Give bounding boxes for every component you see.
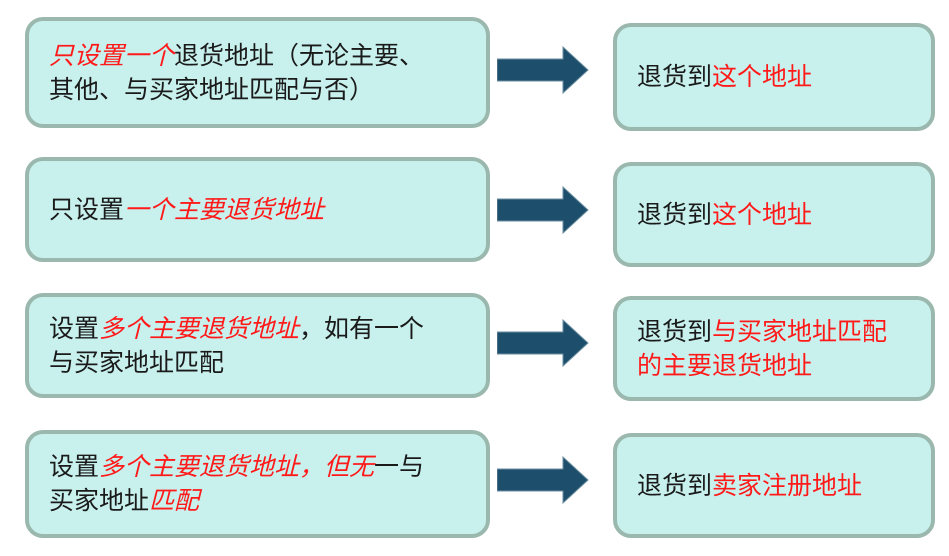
condition-4-highlight-b: 匹配 bbox=[149, 486, 200, 515]
right-arrow-icon bbox=[497, 455, 589, 505]
outcome-1-text: 退货到 bbox=[637, 62, 713, 91]
outcome-2-text: 退货到 bbox=[637, 199, 713, 229]
outcome-box-4: 退货到卖家注册地址 bbox=[613, 433, 935, 538]
outcome-3-highlight-b: 的主要退货地址 bbox=[637, 350, 813, 380]
condition-1-text-a: 退货地址（无论主要、 bbox=[174, 40, 425, 70]
outcome-text-1: 退货到这个地址 bbox=[637, 60, 812, 94]
condition-2-text: 只设置 bbox=[49, 194, 125, 224]
condition-text-4: 设置多个主要退货地址，但无一与买家地址匹配 bbox=[49, 450, 424, 518]
outcome-box-2: 退货到这个地址 bbox=[613, 162, 935, 267]
outcome-text-4: 退货到卖家注册地址 bbox=[637, 469, 862, 503]
condition-box-3: 设置多个主要退货地址，如有一个与买家地址匹配 bbox=[25, 293, 490, 398]
condition-1-highlight: 只设置一个 bbox=[49, 40, 175, 70]
outcome-box-1: 退货到这个地址 bbox=[613, 23, 935, 131]
condition-2-highlight: 一个主要退货地址 bbox=[124, 194, 325, 224]
right-arrow-icon bbox=[497, 45, 589, 95]
condition-4-highlight-a: 多个主要退货地址，但无 bbox=[99, 452, 375, 481]
outcome-3-highlight-a: 与买家地址匹配 bbox=[712, 316, 888, 346]
condition-4-text-c: 买家地址 bbox=[49, 486, 150, 515]
condition-text-3: 设置多个主要退货地址，如有一个与买家地址匹配 bbox=[49, 312, 424, 380]
condition-4-text-a: 设置 bbox=[49, 452, 100, 481]
outcome-4-highlight: 卖家注册地址 bbox=[712, 470, 863, 500]
condition-box-1: 只设置一个退货地址（无论主要、其他、与买家地址匹配与否） bbox=[25, 17, 490, 128]
condition-3-text-c: 与买家地址匹配 bbox=[49, 347, 225, 377]
condition-4-text-b: 一与 bbox=[374, 452, 425, 481]
condition-1-text-b: 其他、与买家地址匹配与否） bbox=[49, 74, 375, 104]
outcome-2-highlight: 这个地址 bbox=[712, 199, 813, 229]
condition-3-highlight: 多个主要退货地址 bbox=[99, 313, 300, 343]
condition-box-2: 只设置一个主要退货地址 bbox=[25, 157, 490, 262]
outcome-text-2: 退货到这个地址 bbox=[637, 198, 812, 232]
outcome-box-3: 退货到与买家地址匹配的主要退货地址 bbox=[613, 296, 935, 401]
outcome-text-3: 退货到与买家地址匹配的主要退货地址 bbox=[637, 315, 887, 383]
condition-box-4: 设置多个主要退货地址，但无一与买家地址匹配 bbox=[25, 430, 490, 538]
right-arrow-icon bbox=[497, 318, 589, 368]
condition-text-2: 只设置一个主要退货地址 bbox=[49, 193, 324, 227]
condition-3-text-a: 设置 bbox=[49, 313, 100, 343]
outcome-1-highlight: 这个地址 bbox=[712, 62, 813, 91]
condition-3-text-b: ，如有一个 bbox=[299, 313, 425, 343]
outcome-3-text: 退货到 bbox=[637, 316, 713, 346]
condition-text-1: 只设置一个退货地址（无论主要、其他、与买家地址匹配与否） bbox=[49, 39, 424, 107]
right-arrow-icon bbox=[497, 185, 589, 235]
outcome-4-text: 退货到 bbox=[637, 470, 713, 500]
